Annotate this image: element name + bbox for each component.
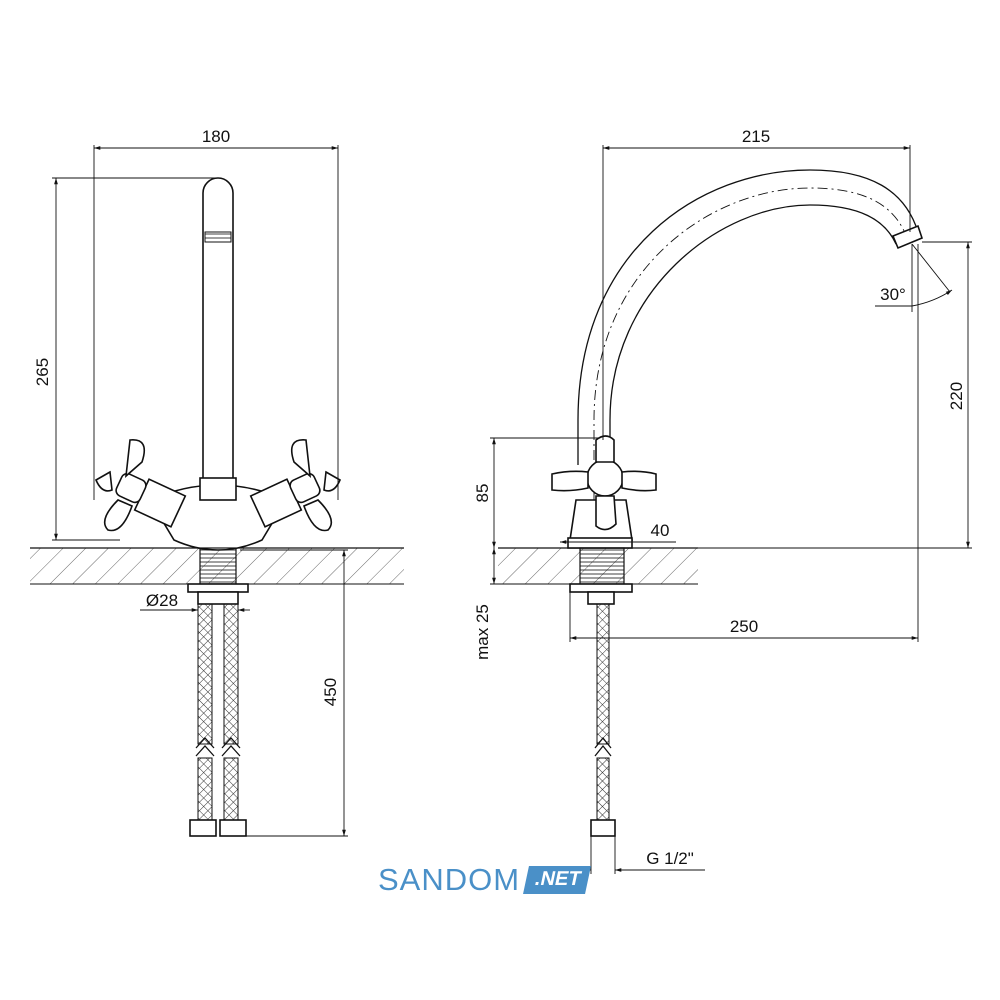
dim-hose-length: 450 xyxy=(240,549,348,837)
dim-handle-height: 85 xyxy=(473,437,600,548)
hose-length-label: 450 xyxy=(321,678,340,706)
brand-suffix: .NET xyxy=(523,866,591,894)
front-view: 180 265 Ø28 450 xyxy=(30,127,404,837)
diameter-label: Ø28 xyxy=(146,591,178,610)
aerator xyxy=(204,231,232,243)
side-spout xyxy=(577,169,923,540)
side-height-label: 220 xyxy=(947,382,966,410)
dim-thickness: max 25 xyxy=(473,548,570,660)
overall-label: 250 xyxy=(730,617,758,636)
reach-label: 215 xyxy=(742,127,770,146)
left-valve xyxy=(94,439,187,532)
dim-overall: 250 xyxy=(569,244,919,642)
side-shank xyxy=(579,547,625,585)
dim-front-height: 265 xyxy=(33,177,215,541)
dim-base: 40 xyxy=(560,521,676,544)
side-hose xyxy=(590,603,616,837)
brand-logo: SANDOM .NET xyxy=(378,862,591,897)
dim-side-height: 220 xyxy=(632,241,972,549)
dim-front-width: 180 xyxy=(93,127,339,500)
base-label: 40 xyxy=(651,521,670,540)
side-handle-arms xyxy=(551,435,657,531)
thread-label: G 1/2" xyxy=(646,849,694,868)
front-height-label: 265 xyxy=(33,358,52,386)
right-valve xyxy=(249,439,342,532)
angle-label: 30° xyxy=(880,285,906,304)
dim-angle: 30° xyxy=(875,243,953,312)
brand-name: SANDOM xyxy=(378,862,521,897)
thickness-label: max 25 xyxy=(473,604,492,660)
front-shank xyxy=(199,547,237,585)
dim-diameter: Ø28 xyxy=(140,591,250,612)
side-handle-hub xyxy=(586,459,624,497)
handle-height-label: 85 xyxy=(473,484,492,503)
dim-thread: G 1/2" xyxy=(570,836,705,874)
side-view: 215 30° 220 85 40 xyxy=(473,127,972,874)
front-hoses xyxy=(189,603,247,837)
front-width-label: 180 xyxy=(202,127,230,146)
front-spout xyxy=(202,177,234,499)
dim-reach: 215 xyxy=(602,127,911,440)
